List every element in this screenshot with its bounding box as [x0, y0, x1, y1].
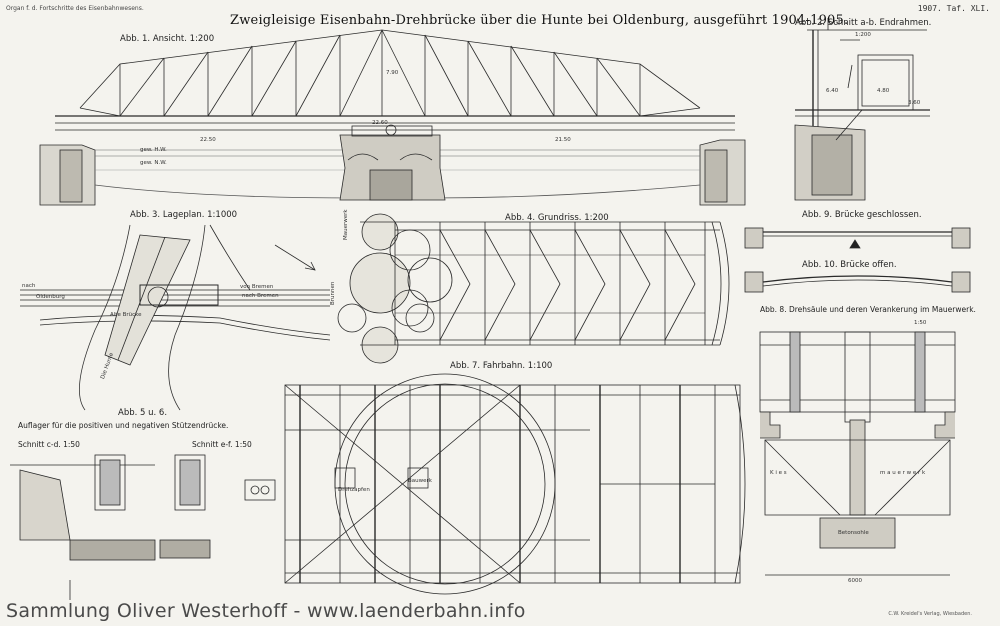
caption-abb1: Abb. 1. Ansicht. 1:200: [120, 34, 215, 44]
dim-d1: 6.40: [826, 88, 839, 94]
label-nach: nach: [22, 283, 36, 289]
abb4-plan: [337, 213, 730, 364]
abb2-section: [794, 18, 930, 201]
label-alte-bruecke: Alte Brücke: [110, 312, 142, 318]
dim-span-left: 22.50: [200, 137, 216, 143]
caption-abb9: Abb. 9. Brücke geschlossen.: [802, 210, 922, 220]
caption-abb3: Abb. 3. Lageplan. 1:1000: [130, 210, 238, 220]
caption-cut-cd: Schnitt c-d. 1:50: [18, 440, 80, 449]
dim-d2: 4.80: [877, 88, 890, 94]
label-kies: K i e s: [770, 470, 787, 476]
label-nw: gew. N.W.: [140, 160, 167, 166]
label-drehzapfen: Drehzapfen: [338, 487, 370, 493]
caption-abb8: Abb. 8. Drehsäule und deren Verankerung …: [760, 305, 976, 314]
abb56-bearings: [10, 454, 276, 600]
dim-d4: 6000: [848, 578, 862, 584]
label-mauerwerk-spaced: m a u e r w e r k: [880, 470, 926, 476]
page-title: Zweigleisige Eisenbahn-Drehbrücke über d…: [230, 13, 849, 28]
watermark-text: Sammlung Oliver Westerhoff - www.laender…: [6, 600, 526, 622]
dim-height: 7.90: [386, 70, 399, 76]
label-betonsohle: Betonsohle: [838, 530, 869, 536]
caption-abb2-scale: 1:200: [855, 32, 871, 38]
abb7-deck: [284, 373, 746, 595]
caption-cut-ef: Schnitt e-f. 1:50: [192, 440, 252, 449]
plate-number: 1907. Taf. XLI.: [917, 4, 990, 13]
label-bauwerk: Bauwerk: [408, 478, 432, 484]
dim-span-right: 21.50: [555, 137, 571, 143]
abb1-elevation: [39, 29, 746, 206]
caption-abb56-sub: Auflager für die positiven und negativen…: [18, 421, 229, 430]
dim-d3: 3.60: [908, 100, 921, 106]
caption-abb56: Abb. 5 u. 6.: [118, 408, 168, 418]
label-oldenburg: Oldenburg: [36, 294, 65, 300]
dim-span-top: 22.60: [372, 120, 388, 126]
publisher-note: C.W. Kreidel's Verlag, Wiesbaden.: [888, 611, 972, 617]
label-mauerwerk: Mauerwerk: [343, 209, 349, 240]
abb8-pivot: [759, 331, 956, 576]
caption-abb10: Abb. 10. Brücke offen.: [802, 260, 897, 270]
caption-abb4: Abb. 4. Grundriss. 1:200: [505, 213, 609, 223]
abb3-site-plan: [20, 224, 331, 411]
journal-header: Organ f. d. Fortschritte des Eisenbahnwe…: [6, 5, 144, 12]
label-von-bremen: von Bremen: [240, 284, 274, 290]
label-nach-bremen: nach Bremen: [242, 293, 279, 299]
label-hw: gew. H.W.: [140, 147, 167, 153]
abb9-10-elevations: [744, 227, 971, 293]
caption-abb8-scale: 1:50: [914, 320, 927, 326]
label-brunnen: Brunnen: [330, 281, 336, 305]
caption-abb2: Abb. 2. Schnitt a-b. Endrahmen.: [795, 18, 932, 28]
caption-abb7: Abb. 7. Fahrbahn. 1:100: [450, 361, 553, 371]
